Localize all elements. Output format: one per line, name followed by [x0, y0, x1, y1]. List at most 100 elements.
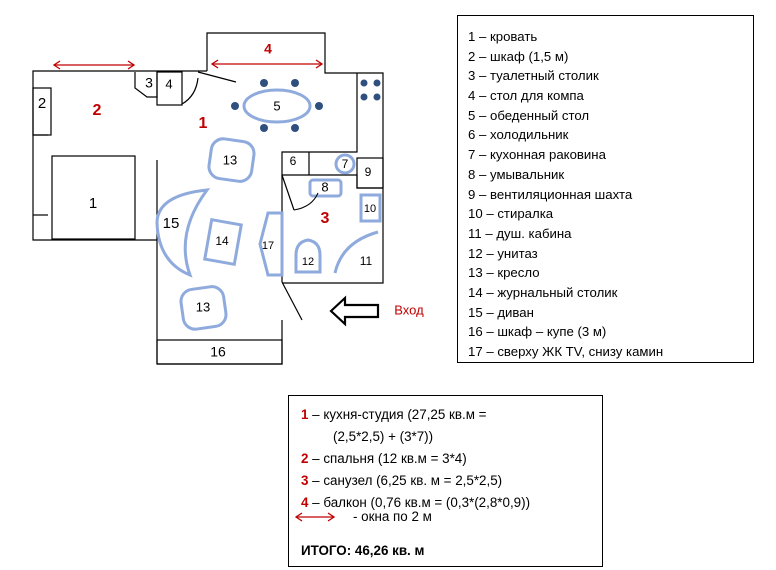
toilet-12 — [294, 238, 322, 274]
dining-table-5 — [242, 88, 312, 124]
label-fireplace: 17 — [262, 240, 274, 252]
total-area: ИТОГО: 46,26 кв. м — [301, 543, 425, 558]
legend-item: 16 – шкаф – купе (3 м) — [468, 324, 607, 340]
room-number-3: 3 — [321, 210, 330, 227]
label-washer: 10 — [364, 203, 376, 215]
label-fridge: 6 — [290, 154, 297, 168]
room-3-text: – санузел (6,25 кв. м = 2,5*2,5) — [308, 473, 503, 488]
door-swing — [293, 192, 319, 211]
legend-item: 9 – вентиляционная шахта — [468, 186, 633, 202]
entrance-label: Вход — [394, 302, 424, 317]
bathroom-wall — [281, 174, 295, 211]
legend-item: 2 – шкаф (1,5 м) — [468, 48, 569, 64]
room-3-line: 3 – санузел (6,25 кв. м = 2,5*2,5) — [301, 473, 502, 488]
legend-item: 15 – диван — [468, 304, 534, 320]
legend-item: 11 – душ. кабина — [468, 225, 572, 241]
door-leaf — [197, 71, 237, 83]
legend-item: 7 – кухонная раковина — [468, 147, 606, 163]
armchair-13-bottom — [179, 285, 228, 331]
stove-burner — [360, 93, 368, 101]
vent-shaft-9 — [356, 157, 384, 189]
label-shower: 11 — [360, 254, 373, 268]
label-armchair-bottom: 13 — [196, 299, 210, 314]
stove-burner — [373, 93, 381, 101]
legend-item: 4 – стол для компа — [468, 88, 584, 104]
room-2-line: 2 – спальня (12 кв.м = 3*4) — [301, 451, 467, 466]
label-sofa: 15 — [163, 215, 180, 232]
armchair-13-top — [207, 137, 256, 183]
chair — [315, 102, 323, 110]
arrowhead — [327, 512, 336, 522]
chair — [291, 79, 299, 87]
legend-item: 17 – сверху ЖК TV, снизу камин — [468, 344, 664, 359]
dining-chairs — [231, 79, 381, 132]
room-2-number: 2 — [301, 451, 309, 466]
label-wardrobe: 2 — [38, 95, 46, 112]
walls — [32, 32, 384, 365]
label-toilet: 12 — [302, 256, 314, 268]
chair — [291, 124, 299, 132]
room-4-line: 4 – балкон (0,76 кв.м = (0,3*(2,8*0,9)) — [301, 495, 530, 510]
label-vent-shaft: 9 — [365, 165, 372, 179]
washbasin-8 — [308, 178, 343, 198]
shower-11 — [333, 230, 379, 274]
window-arrows — [52, 59, 336, 522]
room-2-text: – спальня (12 кв.м = 3*4) — [308, 451, 467, 466]
label-kitchen-sink: 7 — [342, 157, 349, 171]
arrowhead — [127, 60, 136, 70]
coffee-table-14 — [203, 217, 243, 267]
label-closet: 16 — [210, 344, 226, 360]
label-armchair-top: 13 — [223, 152, 237, 167]
bathroom-wall — [281, 281, 303, 321]
room-1-formula: (2,5*2,5) + (3*7)) — [333, 429, 434, 444]
wardrobe-16 — [156, 339, 283, 365]
room-1-text: – кухня-студия (27,25 кв.м = — [308, 407, 487, 422]
stove-burner — [360, 79, 368, 87]
arrowhead — [52, 60, 61, 70]
chair — [260, 79, 268, 87]
bed-1 — [51, 155, 136, 240]
legend-item: 13 – кресло — [468, 265, 540, 281]
label-washbasin: 8 — [321, 179, 328, 194]
balcony-width-label: 4 — [264, 41, 272, 57]
room-4-text: – балкон (0,76 кв.м = (0,3*(2,8*0,9)) — [308, 495, 531, 510]
outer-wall — [206, 32, 384, 284]
windows-note: - окна по 2 м — [353, 509, 432, 524]
legend-item: 14 – журнальный столик — [468, 284, 618, 300]
fireplace-17 — [258, 211, 284, 277]
furniture-legend: 1 – кровать 2 – шкаф (1,5 м) 3 – туалетн… — [457, 15, 754, 363]
wardrobe-2 — [32, 87, 52, 136]
outer-wall — [32, 70, 207, 241]
room-number-1: 1 — [199, 115, 208, 132]
entrance-arrow — [329, 295, 380, 327]
legend-item: 5 – обеденный стол — [468, 107, 590, 123]
label-dressing-table: 3 — [145, 75, 153, 91]
room-1-number: 1 — [301, 407, 309, 422]
sofa-15 — [155, 188, 211, 278]
label-desk: 4 — [165, 76, 172, 91]
label-bed: 1 — [89, 195, 97, 212]
room-1-line: 1 – кухня-студия (27,25 кв.м = — [301, 407, 486, 422]
room-number-2: 2 — [93, 102, 102, 119]
legend-item: 10 – стиралка — [468, 206, 554, 222]
chair — [231, 102, 239, 110]
arrowhead — [294, 512, 303, 522]
dressing-table-3 — [134, 72, 157, 98]
legend-item: 12 – унитаз — [468, 245, 538, 261]
furniture — [155, 88, 382, 331]
label-dining-table: 5 — [273, 98, 280, 113]
washer-10 — [359, 193, 382, 223]
legend-item: 3 – туалетный столик — [468, 68, 599, 84]
chair — [260, 124, 268, 132]
label-coffee-table: 14 — [215, 234, 229, 248]
rooms-summary: 1 – кухня-студия (27,25 кв.м = (2,5*2,5)… — [288, 395, 603, 567]
kitchen-sink-7 — [334, 153, 356, 175]
stove-burner — [373, 79, 381, 87]
room-3-number: 3 — [301, 473, 309, 488]
legend-item: 8 – умывальник — [468, 166, 565, 182]
room-4-number: 4 — [301, 495, 309, 510]
door-swing — [181, 77, 199, 105]
legend-item: 6 – холодильник — [468, 127, 569, 143]
legend-item: 1 – кровать — [468, 29, 538, 44]
